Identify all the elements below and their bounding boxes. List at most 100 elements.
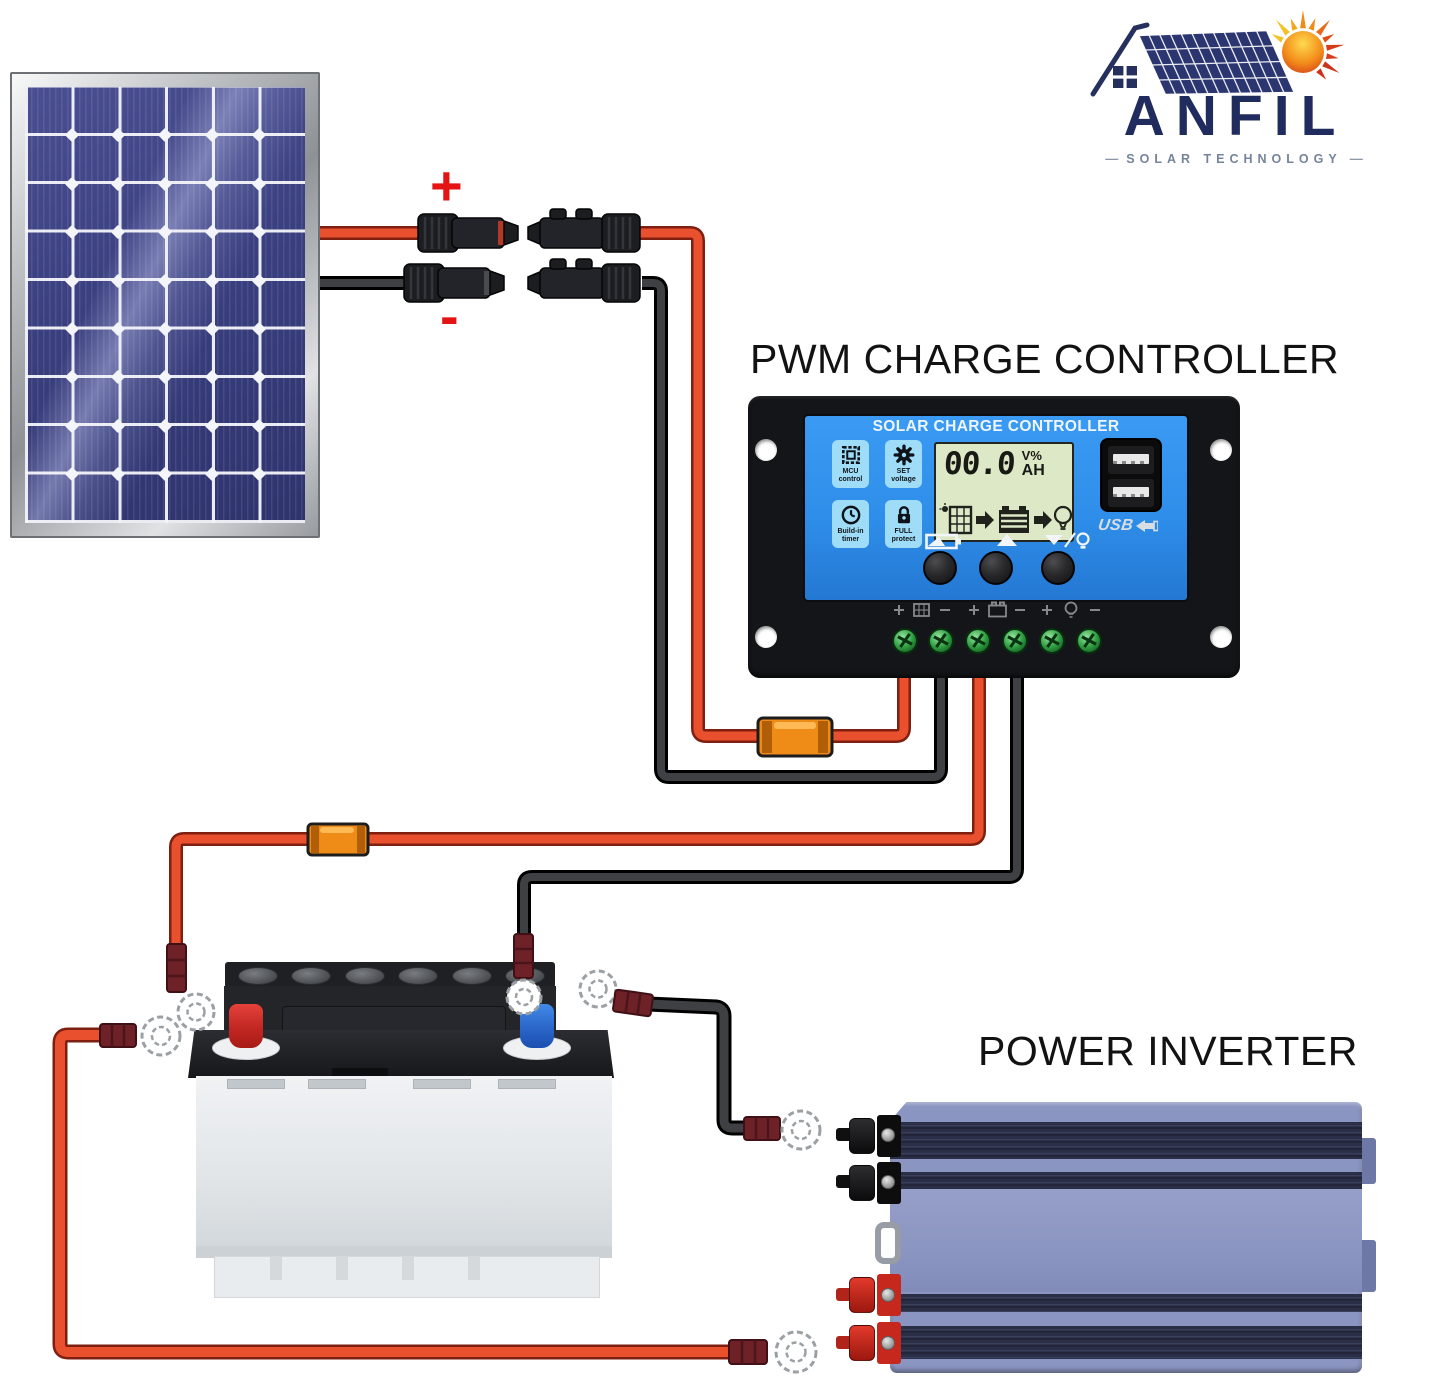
- cell-diamond: [64, 418, 79, 433]
- mount-hole: [1210, 439, 1232, 461]
- terminal-screw-battery-positive[interactable]: [965, 628, 991, 654]
- inline-fuse: [756, 716, 834, 758]
- tile-label: FULL: [894, 528, 913, 535]
- lcd-unit-ah: AH: [1021, 462, 1045, 479]
- lcd-flow-icons: [939, 503, 1073, 535]
- ring-terminal-battery-positive-controller: [166, 943, 216, 1032]
- battery-cell-cap: [452, 967, 492, 985]
- inverter-positive-knob[interactable]: [849, 1277, 875, 1313]
- tagline-dash: —: [1105, 151, 1119, 166]
- lcd-unit-volts: V%: [1021, 448, 1042, 463]
- battery-bottom-strip: [196, 1246, 612, 1258]
- mount-hole: [755, 626, 777, 648]
- cell-diamond: [64, 273, 79, 288]
- battery-terminal-icons: [969, 601, 1025, 618]
- cell-diamond: [251, 128, 266, 143]
- menu-button[interactable]: [923, 551, 957, 585]
- inverter-heatsink-band: [890, 1172, 1362, 1189]
- battery-vent: [227, 1079, 285, 1089]
- cell-diamond: [64, 225, 79, 240]
- arrow-icon: [976, 511, 994, 529]
- cell-diamond: [204, 225, 219, 240]
- panel-icon: [948, 505, 973, 535]
- cell-diamond: [204, 321, 219, 337]
- inline-fuse: [306, 822, 370, 857]
- lock-icon: [897, 506, 910, 524]
- battery-vent: [413, 1079, 471, 1089]
- ring-terminal-inverter-positive-end: [728, 1330, 818, 1374]
- cell-diamond: [64, 176, 79, 191]
- ring-terminal-inverter-negative-start: [578, 969, 654, 1018]
- battery-cell-cap: [398, 967, 438, 985]
- terminal-screw-solar-negative[interactable]: [928, 628, 954, 654]
- chip-icon: [841, 445, 860, 465]
- inverter-negative-knob[interactable]: [849, 1165, 875, 1201]
- cell-diamond: [204, 370, 219, 385]
- mount-hole: [755, 439, 777, 461]
- clock-icon: [841, 505, 860, 525]
- usb-logo: USB: [1097, 516, 1168, 536]
- up-button[interactable]: [979, 551, 1013, 585]
- inverter-heatsink-band: [890, 1122, 1362, 1159]
- up-arrow-hint-icon: [997, 534, 1017, 546]
- cell-diamond: [111, 370, 126, 385]
- ring-terminal-battery-positive-inverter: [99, 1015, 182, 1057]
- terminal-stud: [881, 1336, 895, 1350]
- battery-body: [196, 1076, 612, 1252]
- mc4-connector-black-female: [527, 258, 641, 303]
- cell-diamond: [204, 273, 219, 288]
- usb-port-top[interactable]: [1108, 446, 1154, 474]
- arrow-icon: [1034, 511, 1052, 529]
- cell-diamond: [204, 176, 219, 191]
- battery-foot-notch: [468, 1256, 480, 1280]
- usb-ports[interactable]: [1100, 438, 1162, 512]
- battery-vent: [498, 1079, 556, 1089]
- battery-foot-notch: [402, 1256, 414, 1280]
- terminal-screw-battery-negative[interactable]: [1002, 628, 1028, 654]
- mount-hole: [1210, 626, 1232, 648]
- usb-port-bottom[interactable]: [1108, 479, 1154, 507]
- tile-label: MCU: [842, 468, 859, 475]
- inverter-positive-knob[interactable]: [849, 1325, 875, 1361]
- logo-tagline: — SOLAR TECHNOLOGY —: [1086, 151, 1382, 166]
- battery-positive-post: [229, 1004, 263, 1048]
- cell-diamond: [158, 418, 173, 433]
- cell-diamond: [251, 225, 266, 240]
- battery-icon: [999, 506, 1029, 533]
- cell-diamond: [111, 321, 126, 337]
- mc4-connector-red-male: [417, 213, 519, 253]
- inverter-heatsink-band: [890, 1294, 1362, 1312]
- inverter-negative-knob[interactable]: [849, 1118, 875, 1154]
- sun-icon: [942, 506, 948, 512]
- cell-diamond: [204, 467, 219, 482]
- cell-diamond: [111, 128, 126, 143]
- logo-brand-text: ANFIL: [1123, 84, 1347, 148]
- tagline-dash: —: [1349, 151, 1363, 166]
- battery-vent: [308, 1079, 366, 1089]
- cell-diamond: [64, 128, 79, 143]
- inverter-tab: [1361, 1240, 1376, 1292]
- terminal-screw-load-negative[interactable]: [1076, 628, 1102, 654]
- inverter-tab: [1361, 1138, 1376, 1184]
- battery-hint-icon: [925, 533, 961, 550]
- negative-sign: -: [440, 284, 459, 347]
- cell-diamond: [204, 128, 219, 143]
- cell-diamond: [158, 467, 173, 482]
- cell-diamond: [158, 370, 173, 385]
- cell-diamond: [111, 418, 126, 433]
- gear-icon: [893, 444, 914, 466]
- anfil-logo-graphic: [1090, 10, 1345, 97]
- terminal-screw-load-positive[interactable]: [1039, 628, 1065, 654]
- terminal-screw-solar-positive[interactable]: [892, 628, 918, 654]
- sun-rays-icon: [1271, 10, 1345, 80]
- wire-inverter-negative: [647, 996, 748, 1136]
- wire-inverter-positive: [52, 1027, 732, 1360]
- terminal-stud: [881, 1288, 895, 1302]
- battery-foot-notch: [336, 1256, 348, 1280]
- ring-terminal-inverter-negative-end: [743, 1109, 822, 1151]
- cell-diamond: [111, 176, 126, 191]
- down-button[interactable]: [1041, 551, 1075, 585]
